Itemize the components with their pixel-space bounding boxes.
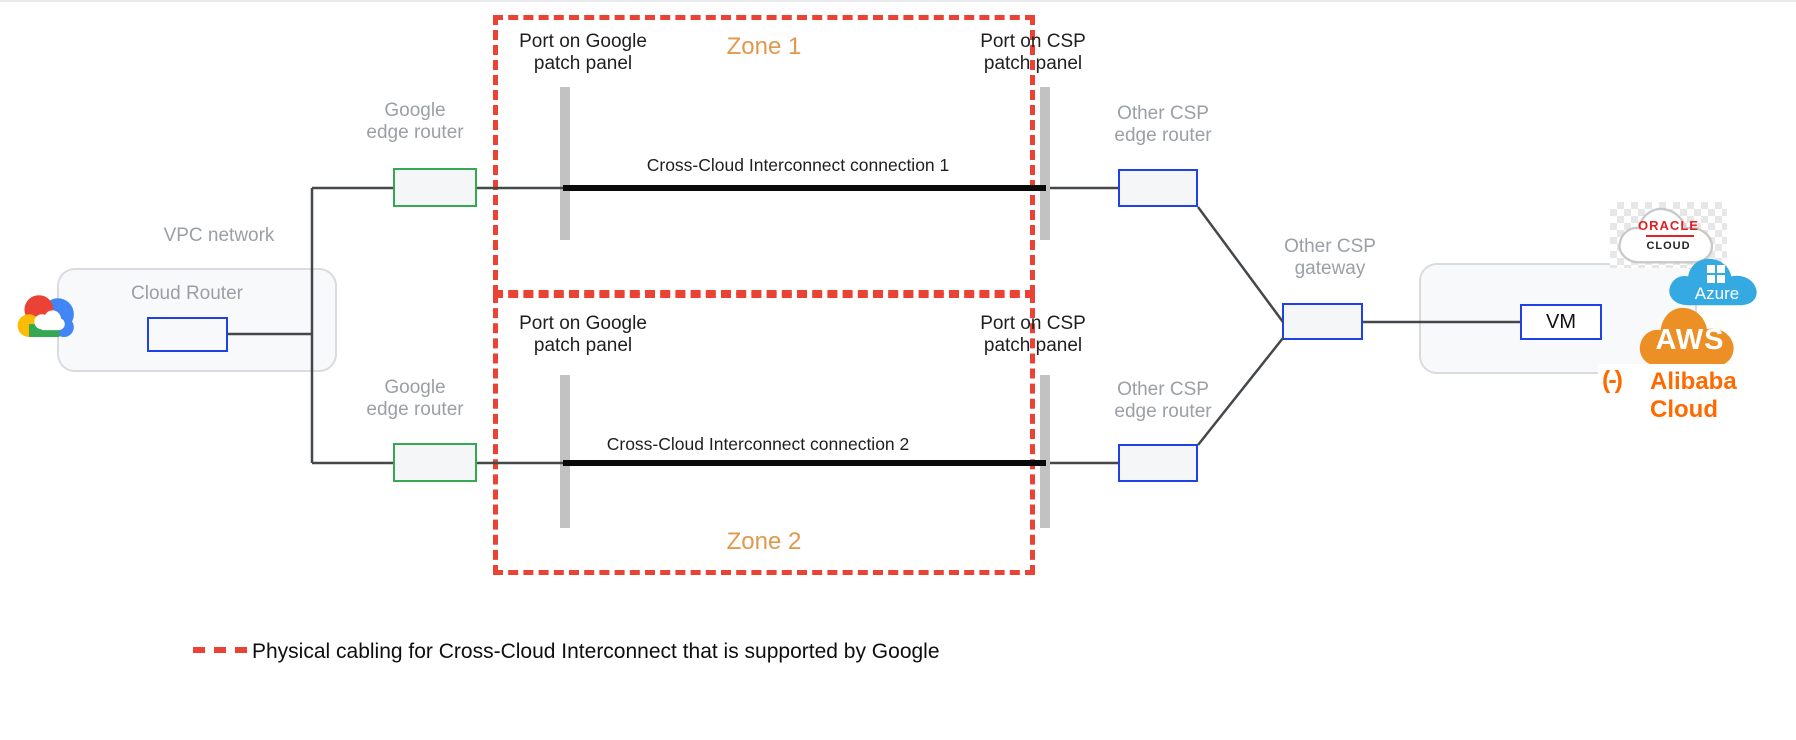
azure-logo: Azure [1662, 253, 1772, 307]
top-divider [0, 0, 1796, 2]
csp-edge-router-label-2: Other CSP edge router [1114, 379, 1212, 422]
csp-gateway-box [1282, 303, 1363, 340]
csp-edge-router-label-1: Other CSP edge router [1114, 103, 1212, 146]
windows-flag-icon [1707, 265, 1725, 283]
csp1-to-gateway [1196, 206, 1285, 323]
azure-wordmark: Azure [1694, 284, 1740, 303]
oracle-rule [1646, 235, 1694, 237]
alibaba-cloud-logo: (-) Alibaba Cloud [1598, 364, 1792, 423]
cloud-router-label: Cloud Router [131, 283, 243, 304]
google-edge-router-box-1 [393, 168, 477, 207]
port-google-label-1: Port on Google patch panel [519, 31, 647, 74]
connection-1-label: Cross-Cloud Interconnect connection 1 [646, 155, 950, 175]
vpc-network-label: VPC network [163, 225, 275, 246]
google-edge-router-label-2: Google edge router [366, 377, 464, 420]
aws-cloud-shape [1639, 307, 1734, 367]
port-csp-label-2: Port on CSP patch panel [980, 313, 1086, 356]
csp-patch-panel-bar-1 [1040, 87, 1050, 240]
zone-1-box [493, 15, 1035, 295]
zone-1-label: Zone 1 [726, 33, 802, 60]
csp-patch-panel-bar-2 [1040, 375, 1050, 528]
alibaba-icon: (-) [1602, 366, 1623, 394]
cloud-router-box [147, 317, 228, 352]
connection-2-label: Cross-Cloud Interconnect connection 2 [606, 434, 910, 454]
oracle-cloud-wordmark: CLOUD [1646, 240, 1691, 252]
oracle-wordmark: ORACLE [1638, 218, 1699, 233]
vm-label: VM [1546, 311, 1576, 333]
google-edge-router-label-1: Google edge router [366, 100, 464, 143]
port-google-label-2: Port on Google patch panel [519, 313, 647, 356]
zone-2-label: Zone 2 [726, 528, 802, 555]
alibaba-wordmark: Alibaba Cloud [1650, 368, 1737, 423]
oracle-cloud-logo: ORACLE CLOUD [1610, 202, 1727, 268]
zone-2-box [493, 293, 1035, 575]
csp2-to-gateway [1197, 337, 1284, 446]
google-patch-panel-bar-2 [560, 375, 570, 528]
aws-wordmark: AWS [1655, 324, 1725, 356]
aws-logo: AWS [1633, 298, 1747, 370]
google-cloud-logo [17, 295, 74, 337]
google-patch-panel-bar-1 [560, 87, 570, 240]
csp-gateway-label: Other CSP gateway [1284, 236, 1376, 279]
csp-edge-router-box-2 [1118, 444, 1198, 482]
legend-dash-sample [193, 647, 247, 653]
port-csp-label-1: Port on CSP patch panel [980, 31, 1086, 74]
google-edge-router-box-2 [393, 443, 477, 482]
csp-edge-router-box-1 [1118, 169, 1198, 207]
legend-text: Physical cabling for Cross-Cloud Interco… [252, 640, 940, 663]
vm-box: VM [1520, 304, 1602, 340]
